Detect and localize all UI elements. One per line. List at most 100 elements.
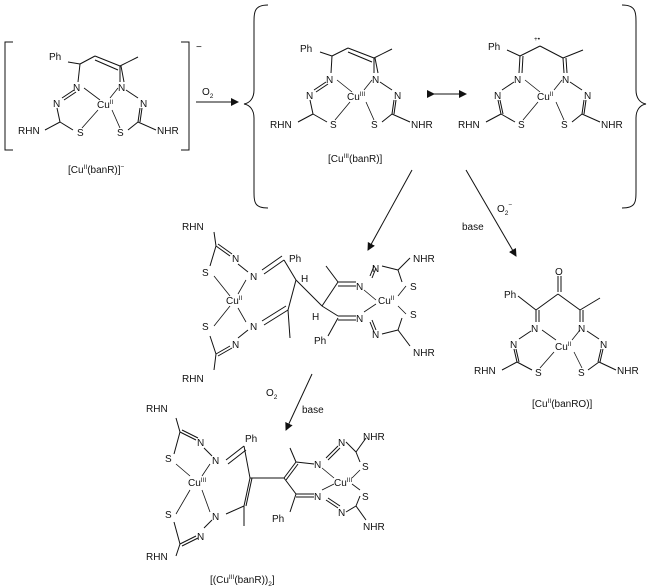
amine-label: NHR bbox=[363, 522, 385, 533]
phenyl-label: Ph bbox=[245, 434, 257, 445]
square-bracket-left bbox=[4, 41, 13, 151]
square-bracket-right bbox=[181, 41, 190, 151]
amine-label: NHR bbox=[157, 126, 179, 137]
amine-label: NHR bbox=[413, 348, 435, 359]
amine-label: NHR bbox=[617, 366, 639, 377]
hydrogen-label: H bbox=[301, 274, 308, 285]
sulfur-label: S bbox=[202, 322, 209, 333]
nitrogen-label: N bbox=[338, 438, 345, 449]
sulfur-label: S bbox=[117, 128, 124, 139]
nitrogen-label: N bbox=[372, 75, 379, 86]
amine-label: RHN bbox=[146, 404, 168, 415]
amine-label: RHN bbox=[182, 222, 204, 233]
nitrogen-label: N bbox=[314, 460, 321, 471]
reagent-oxygen-second-label: O2 bbox=[266, 388, 278, 401]
radical-cation-label: +• bbox=[534, 36, 541, 43]
nitrogen-label: N bbox=[338, 508, 345, 519]
phenyl-label: Ph bbox=[300, 44, 312, 55]
copper-label: CuII bbox=[378, 295, 395, 307]
nitrogen-label: N bbox=[118, 83, 125, 94]
molecule-cu-iii-banr: Ph N N N N S S RHN NHR CuIII bbox=[270, 44, 433, 131]
nitrogen-label: N bbox=[372, 264, 379, 275]
nitrogen-label: N bbox=[232, 340, 239, 351]
sulfur-label: S bbox=[410, 282, 417, 293]
caption-cu-iii-banr-dimer: [(CuIII(banR))2] bbox=[210, 574, 275, 588]
nitrogen-label: N bbox=[232, 254, 239, 265]
copper-label: CuII bbox=[555, 341, 572, 353]
reagent-superoxide-label: O2− bbox=[497, 202, 512, 217]
oxygen-label: O bbox=[555, 267, 563, 278]
copper-label: CuII bbox=[97, 99, 114, 111]
nitrogen-label: N bbox=[562, 75, 569, 86]
nitrogen-label: N bbox=[140, 99, 147, 110]
sulfur-label: S bbox=[202, 268, 209, 279]
nitrogen-label: N bbox=[250, 272, 257, 283]
amine-label: RHN bbox=[146, 552, 168, 563]
nitrogen-label: N bbox=[356, 282, 363, 293]
molecule-cu-ii-banr-anion: Ph N N N N S S RHN NHR CuII bbox=[18, 52, 179, 139]
caption-cu-ii-banro: [CuII(banRO)] bbox=[532, 398, 593, 410]
nitrogen-label: N bbox=[73, 83, 80, 94]
amine-label: RHN bbox=[270, 120, 292, 131]
nitrogen-label: N bbox=[394, 91, 401, 102]
nitrogen-label: N bbox=[212, 456, 219, 467]
nitrogen-label: N bbox=[531, 324, 538, 335]
nitrogen-label: N bbox=[510, 340, 517, 351]
nitrogen-label: N bbox=[250, 322, 257, 333]
sulfur-label: S bbox=[330, 120, 337, 131]
caption-cu-ii-banr-anion: [CuII(banR)]− bbox=[68, 164, 125, 176]
phenyl-label: Ph bbox=[49, 52, 61, 63]
sulfur-label: S bbox=[165, 510, 172, 521]
sulfur-label: S bbox=[578, 368, 585, 379]
sulfur-label: S bbox=[371, 120, 378, 131]
sulfur-label: S bbox=[362, 492, 369, 503]
sulfur-label: S bbox=[535, 368, 542, 379]
hydrogen-label: H bbox=[312, 312, 319, 323]
sulfur-label: S bbox=[362, 462, 369, 473]
molecule-cu-iii-banr-dimer: RHN RHN N N N N S S CuIII Ph N N N N S S… bbox=[146, 404, 385, 563]
nitrogen-label: N bbox=[494, 91, 501, 102]
curly-brace-left bbox=[243, 4, 269, 209]
amine-label: RHN bbox=[18, 126, 40, 137]
arrow-coupling bbox=[367, 169, 413, 251]
copper-label: CuII bbox=[537, 91, 554, 103]
amine-label: NHR bbox=[601, 120, 623, 131]
nitrogen-label: N bbox=[306, 91, 313, 102]
nitrogen-label: N bbox=[53, 99, 60, 110]
nitrogen-label: N bbox=[326, 75, 333, 86]
sulfur-label: S bbox=[518, 120, 525, 131]
arrow-oxidation-dimer bbox=[285, 373, 313, 431]
amine-label: RHN bbox=[182, 374, 204, 385]
reagent-base-lower-label: base bbox=[302, 405, 324, 416]
arrow-superoxide bbox=[465, 169, 517, 257]
nitrogen-label: N bbox=[314, 492, 321, 503]
copper-label: CuIII bbox=[188, 477, 206, 489]
nitrogen-label: N bbox=[584, 91, 591, 102]
nitrogen-label: N bbox=[212, 512, 219, 523]
amine-label: RHN bbox=[474, 366, 496, 377]
sulfur-label: S bbox=[561, 120, 568, 131]
molecule-dimer-intermediate: RHN RHN N N N N S S CuII Ph H H N N N N … bbox=[182, 222, 435, 385]
molecule-cu-ii-banro: O Ph N N N N S S RHN NHR CuII bbox=[474, 267, 639, 379]
nitrogen-label: N bbox=[197, 532, 204, 543]
curly-brace-right bbox=[621, 4, 647, 209]
phenyl-label: Ph bbox=[272, 514, 284, 525]
molecule-cu-ii-banr-radical: Ph N N N N S S RHN NHR CuII +• bbox=[458, 36, 623, 131]
nitrogen-label: N bbox=[514, 75, 521, 86]
reagent-base-label: base bbox=[462, 222, 484, 233]
copper-label: CuIII bbox=[347, 91, 365, 103]
phenyl-label: Ph bbox=[314, 336, 326, 347]
reagent-oxygen-label: O2 bbox=[202, 87, 214, 100]
nitrogen-label: N bbox=[600, 340, 607, 351]
amine-label: NHR bbox=[411, 120, 433, 131]
sulfur-label: S bbox=[77, 128, 84, 139]
amine-label: NHR bbox=[413, 254, 435, 265]
nitrogen-label: N bbox=[197, 438, 204, 449]
amine-label: NHR bbox=[363, 432, 385, 443]
nitrogen-label: N bbox=[578, 324, 585, 335]
sulfur-label: S bbox=[165, 454, 172, 465]
sulfur-label: S bbox=[410, 310, 417, 321]
copper-label: CuIII bbox=[334, 477, 352, 489]
caption-cu-iii-banr: [CuIII(banR)] bbox=[328, 153, 383, 165]
